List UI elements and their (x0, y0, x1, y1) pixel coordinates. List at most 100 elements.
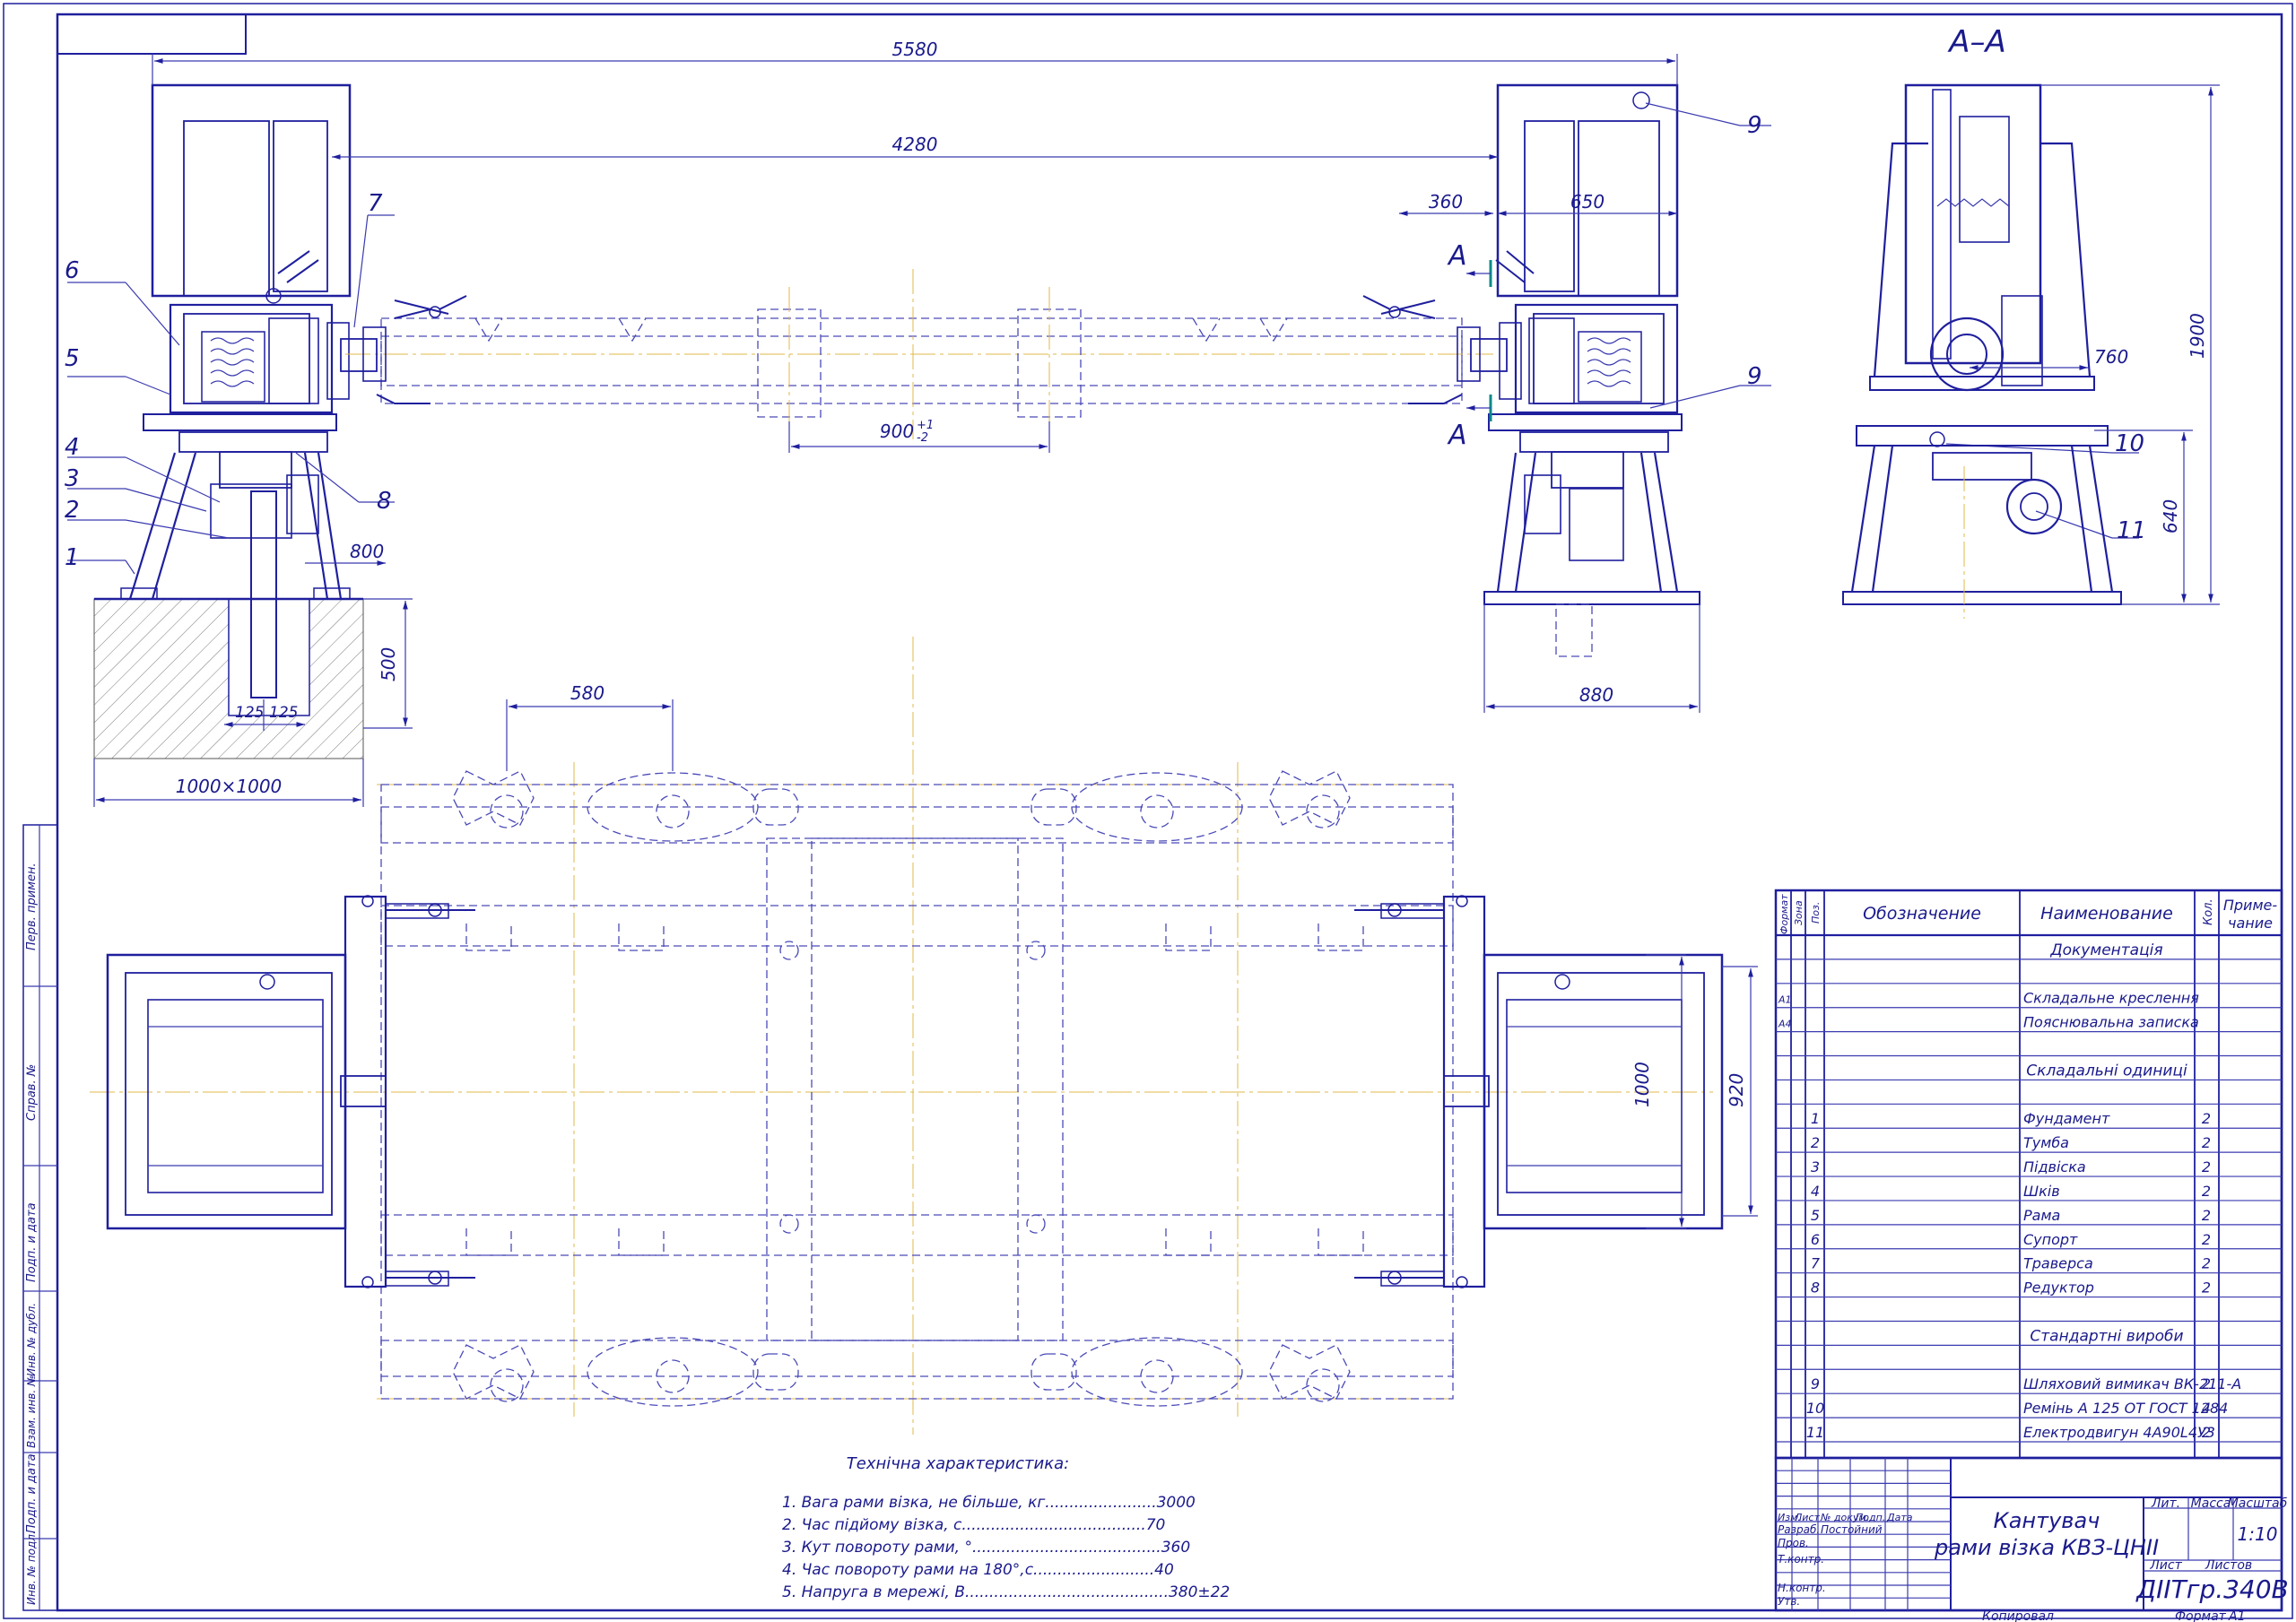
dim-360: 360 (1429, 191, 1463, 213)
spec-row-name: Шляховий вимикач ВК-211-А (2023, 1375, 2241, 1392)
callouts (67, 102, 2139, 575)
spec-row-qty: 2 (2202, 1158, 2211, 1175)
dim-500: 500 (378, 647, 399, 681)
spec-section-title: Складальні одиниці (2026, 1062, 2187, 1080)
dim-650: 650 (1570, 191, 1605, 213)
spec-row-qty: 2 (2202, 1110, 2211, 1127)
callout-8: 8 (377, 488, 392, 515)
title-block: Кантувач рами візка КВЗ-ЦНІІ ДІІТгр.340В… (1774, 1456, 2289, 1622)
spec-row-pos: 8 (1811, 1279, 1820, 1297)
spec-row-pos: 10 (1806, 1400, 1824, 1417)
spec-row-pos: 1 (1811, 1110, 1820, 1127)
tech-line-5: 5. Напруга в мережі, В..................… (782, 1583, 1230, 1601)
spec-row-qty: 2 (2202, 1231, 2211, 1248)
spec-row-qty: 2 (2202, 1255, 2211, 1272)
dimensions-front: 5580 4280 360 650 900 +1 -2 800 500 125 … (93, 39, 1700, 807)
stamp-sign-date-1: Подп. и дата (25, 1202, 39, 1282)
dim-800: 800 (350, 541, 384, 562)
callout-11: 11 (2117, 517, 2146, 544)
dim-1000: 1000 (1631, 1062, 1653, 1107)
tech-line-2: 2. Час підйому візка, с.................… (782, 1516, 1165, 1534)
drawing-frame (3, 3, 2293, 1619)
section-marks: А А (1447, 240, 1492, 451)
spec-row-qty: 2 (2202, 1183, 2211, 1200)
dim-inner: 4280 (892, 134, 938, 155)
tb-sheets: Листов (2205, 1558, 2252, 1573)
callout-1: 1 (65, 544, 80, 571)
tb-scale-label: Масштаб (2228, 1496, 2288, 1511)
callout-4: 4 (65, 434, 80, 461)
spec-row-name: Ремінь А 125 ОТ ГОСТ 1284 (2023, 1400, 2228, 1417)
spec-row-pos: 4 (1811, 1183, 1820, 1200)
callout-7: 7 (368, 190, 383, 217)
dim-1900: 1900 (2187, 313, 2208, 359)
spec-h-qty: Кол. (2202, 898, 2215, 925)
tb-tkontr: Т.контр. (1778, 1553, 1824, 1566)
spec-row-format: А4 (1778, 1019, 1792, 1030)
stamp-first-use: Перв. примен. (25, 863, 39, 950)
dim-1000x1000: 1000×1000 (176, 776, 283, 797)
tb-sheet: Лист (2149, 1558, 2182, 1573)
dim-760: 760 (2094, 346, 2128, 368)
callout-5: 5 (65, 345, 80, 372)
spec-h-note-2: чание (2228, 915, 2273, 932)
spec-row-name: Електродвигун 4А90L4У3 (2023, 1424, 2215, 1441)
spec-h-zone: Зона (1793, 900, 1805, 925)
spec-row-pos: 6 (1811, 1231, 1820, 1248)
callout-2: 2 (65, 497, 80, 524)
stamp-orig-inv: Инв. № подл. (25, 1531, 38, 1605)
spec-table: Формат Зона Поз. Обозначение Наименовани… (1774, 889, 2283, 1460)
dim-overall: 5580 (892, 39, 938, 60)
side-stamp: Перв. примен. Справ. № Подп. и дата Инв.… (22, 824, 58, 1611)
spec-row-pos: 3 (1811, 1158, 1820, 1175)
spec-row-qty: 2 (2202, 1207, 2211, 1224)
tb-razrab: Разраб. (1778, 1523, 1820, 1536)
spec-row-qty: 2 (2202, 1375, 2211, 1392)
spec-h-pos: Поз. (1810, 902, 1822, 924)
tb-mass: Масса (2191, 1496, 2231, 1511)
tech-line-1: 1. Вага рами візка, не більше, кг.......… (782, 1494, 1196, 1512)
tb-scale: 1:10 (2238, 1523, 2278, 1545)
title-line-1: Кантувач (1994, 1508, 2100, 1533)
spec-section-title: Документація (2049, 941, 2162, 959)
spec-row-name: Пояснювальна записка (2023, 1014, 2199, 1031)
tb-prov: Пров. (1778, 1537, 1809, 1549)
tb-lit: Лит. (2151, 1496, 2180, 1511)
tb-copied: Копировал (1982, 1609, 2054, 1622)
title-line-2: рами візка КВЗ-ЦНІІ (1934, 1535, 2159, 1560)
callout-9-top: 9 (1747, 112, 1762, 139)
spec-row-name: Підвіска (2023, 1158, 2086, 1175)
spec-row-pos: 2 (1811, 1134, 1820, 1151)
tb-nkontr: Н.контр. (1778, 1582, 1826, 1594)
spec-row-qty: 2 (2202, 1424, 2211, 1441)
tech-line-3: 3. Кут повороту рами, °.................… (782, 1539, 1190, 1557)
tb-utv: Утв. (1778, 1595, 1800, 1608)
dim-920: 920 (1726, 1073, 1747, 1107)
stamp-sign-date-2: Подп. и дата (25, 1453, 39, 1533)
spec-row-format: А1 (1778, 994, 1792, 1006)
spec-h-designation: Обозначение (1863, 904, 1981, 924)
spec-row-name: Рама (2023, 1207, 2060, 1224)
spec-row-name: Фундамент (2023, 1110, 2110, 1127)
section-view-a-a: А–А 1900 640 760 (1842, 24, 2220, 619)
dim-640: 640 (2160, 499, 2181, 533)
plan-view: 580 1000 920 (90, 637, 1758, 1435)
spec-h-note-1: Приме- (2223, 897, 2278, 914)
stamp-repl-inv: Взам. инв. № (25, 1375, 38, 1448)
callout-10: 10 (2115, 430, 2144, 457)
tech-line-4: 4. Час повороту рами на 180°,с..........… (782, 1561, 1174, 1579)
stamp-ref-no: Справ. № (25, 1064, 39, 1121)
spec-row-name: Шків (2023, 1183, 2060, 1200)
section-title: А–А (1947, 24, 2006, 60)
section-mark-a-top: А (1447, 240, 1467, 272)
tb-razrab-name: Постойний (1821, 1523, 1883, 1536)
spec-h-name: Наименование (2040, 904, 2173, 924)
drawing-code: ДІІТгр.340В (2135, 1574, 2289, 1604)
tb-data: Дата (1886, 1512, 1913, 1523)
callout-6: 6 (65, 257, 80, 284)
tech-characteristics: Технічна характеристика: 1. Вага рами ві… (782, 1454, 1230, 1601)
tb-podp: Подп. (1856, 1512, 1885, 1523)
dim-900-tol-lower: -2 (917, 431, 928, 445)
callout-9-bottom: 9 (1747, 363, 1762, 390)
